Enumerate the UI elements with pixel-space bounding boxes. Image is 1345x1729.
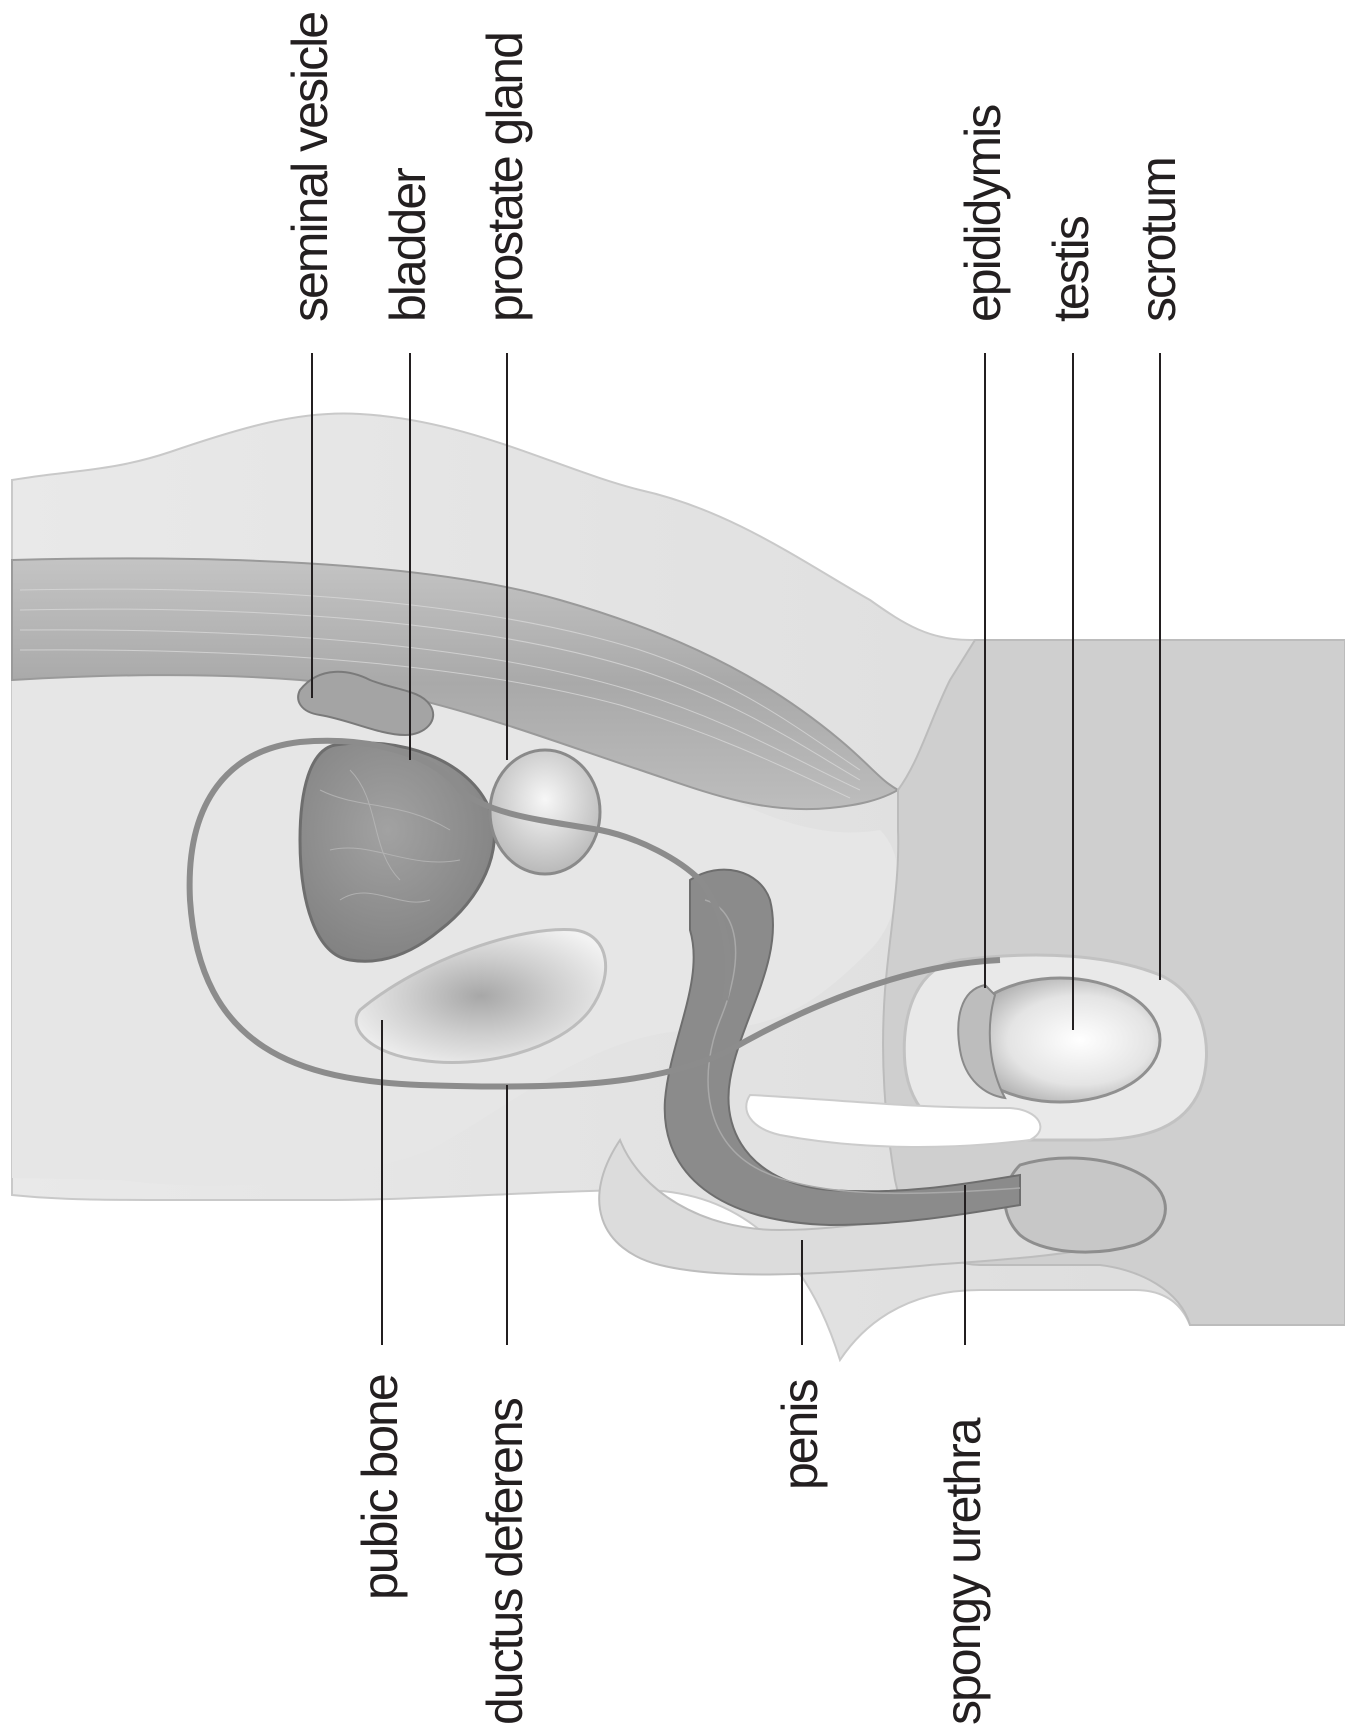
label-penis: penis (775, 1380, 825, 1490)
label-seminal-vesicle: seminal vesicle (285, 13, 335, 322)
label-testis: testis (1046, 217, 1096, 322)
label-bladder: bladder (383, 169, 433, 322)
label-scrotum: scrotum (1133, 158, 1183, 322)
label-pubic-bone: pubic bone (355, 1375, 405, 1600)
label-prostate-gland: prostate gland (480, 33, 530, 322)
label-ductus-deferens: ductus deferens (480, 1399, 530, 1725)
label-spongy-urethra: spongy urethra (938, 1419, 988, 1725)
label-epididymis: epididymis (958, 106, 1008, 322)
